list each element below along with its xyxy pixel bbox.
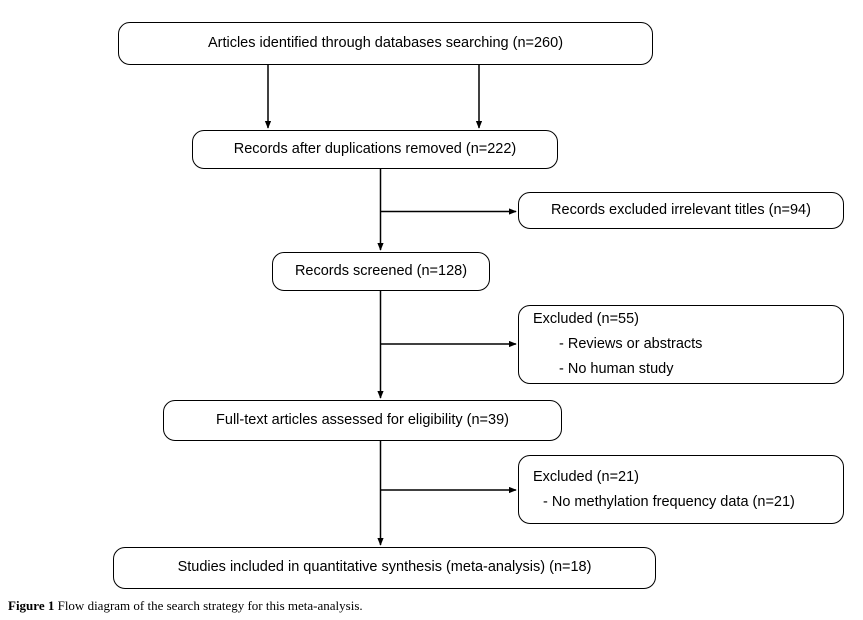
node-studies-included-label: Studies included in quantitative synthes… [177,559,592,576]
node-records-screened: Records screened (n=128) [272,252,490,291]
node-excluded-55-line-3: - No human study [559,360,674,377]
node-fulltext-articles-assessed-label: Full-text articles assessed for eligibil… [216,411,509,428]
node-excluded-21-line-2: - No methylation frequency data (n=21) [543,493,795,510]
figure-caption-label: Figure 1 [8,598,55,613]
node-excluded-21-text: Excluded (n=21) - No methylation frequen… [519,465,795,515]
node-records-after-duplications-removed-label: Records after duplications removed (n=22… [233,140,517,157]
node-excluded-55: Excluded (n=55) - Reviews or abstracts -… [518,305,844,384]
node-excluded-55-line-1: Excluded (n=55) [533,311,639,328]
figure-caption: Figure 1 Flow diagram of the search stra… [8,598,363,614]
node-records-after-duplications-removed: Records after duplications removed (n=22… [192,130,558,169]
node-records-excluded-irrelevant-titles-label: Records excluded irrelevant titles (n=94… [551,201,811,218]
node-studies-included: Studies included in quantitative synthes… [113,547,656,589]
node-excluded-55-text: Excluded (n=55) - Reviews or abstracts -… [519,307,702,382]
node-fulltext-articles-assessed: Full-text articles assessed for eligibil… [163,400,562,441]
node-excluded-21: Excluded (n=21) - No methylation frequen… [518,455,844,524]
node-excluded-21-line-1: Excluded (n=21) [533,468,639,485]
node-excluded-55-line-2: - Reviews or abstracts [559,336,703,353]
node-articles-identified: Articles identified through databases se… [118,22,653,65]
figure-caption-text: Flow diagram of the search strategy for … [57,598,363,613]
node-articles-identified-label: Articles identified through databases se… [207,34,564,51]
node-records-excluded-irrelevant-titles: Records excluded irrelevant titles (n=94… [518,192,844,229]
node-records-screened-label: Records screened (n=128) [294,262,468,279]
